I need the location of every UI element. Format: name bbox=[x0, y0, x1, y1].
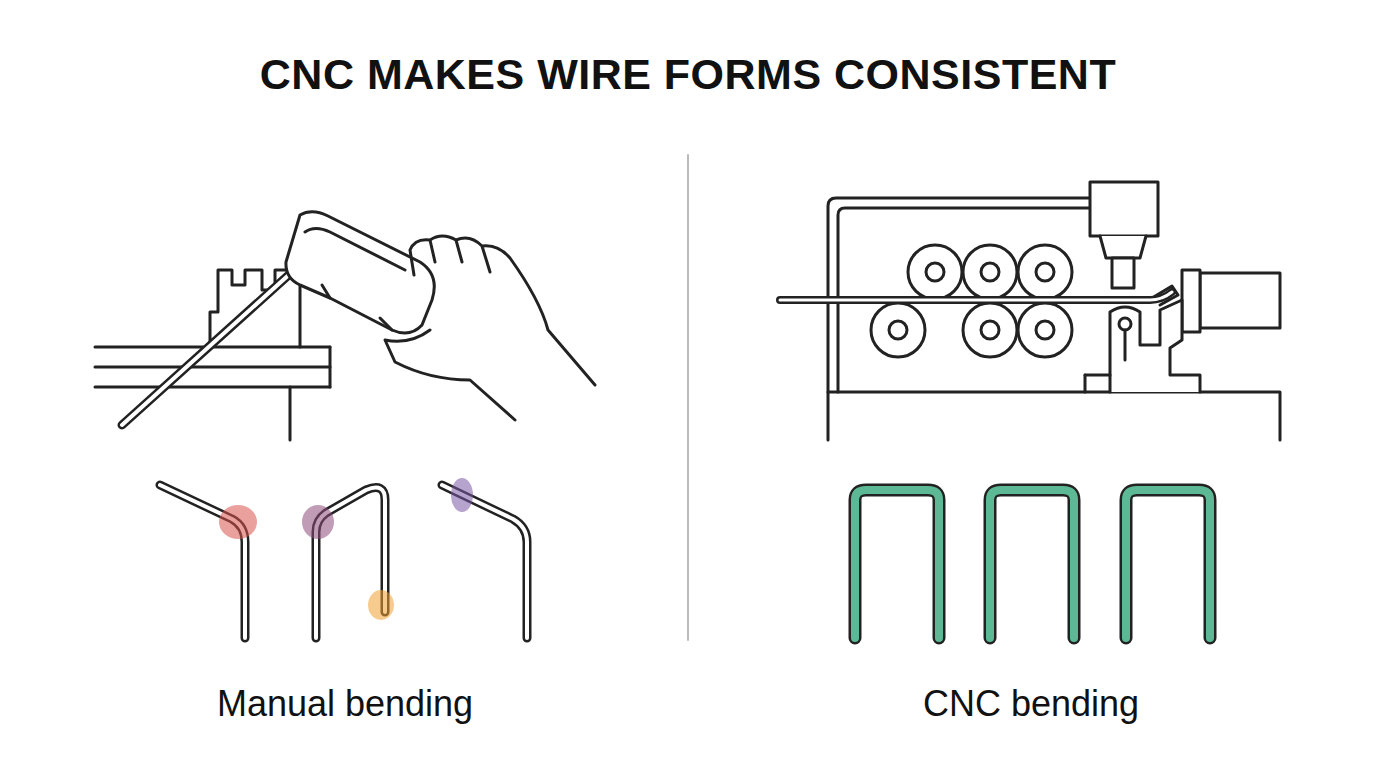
defect-marks bbox=[219, 478, 473, 620]
cnc-wire bbox=[780, 292, 1172, 300]
manual-parts bbox=[160, 485, 527, 638]
hand bbox=[385, 236, 595, 420]
panel-label: Manual bending bbox=[217, 683, 473, 725]
tool-edge bbox=[322, 285, 392, 330]
cnc-machine bbox=[828, 182, 1280, 440]
cnc-parts bbox=[855, 490, 1210, 638]
panel-label: CNC bending bbox=[923, 683, 1139, 725]
diagram-title: CNC MAKES WIRE FORMS CONSISTENT bbox=[260, 50, 1116, 99]
divider bbox=[687, 155, 689, 640]
tool-edge bbox=[305, 229, 405, 271]
bending-tool bbox=[286, 212, 434, 333]
